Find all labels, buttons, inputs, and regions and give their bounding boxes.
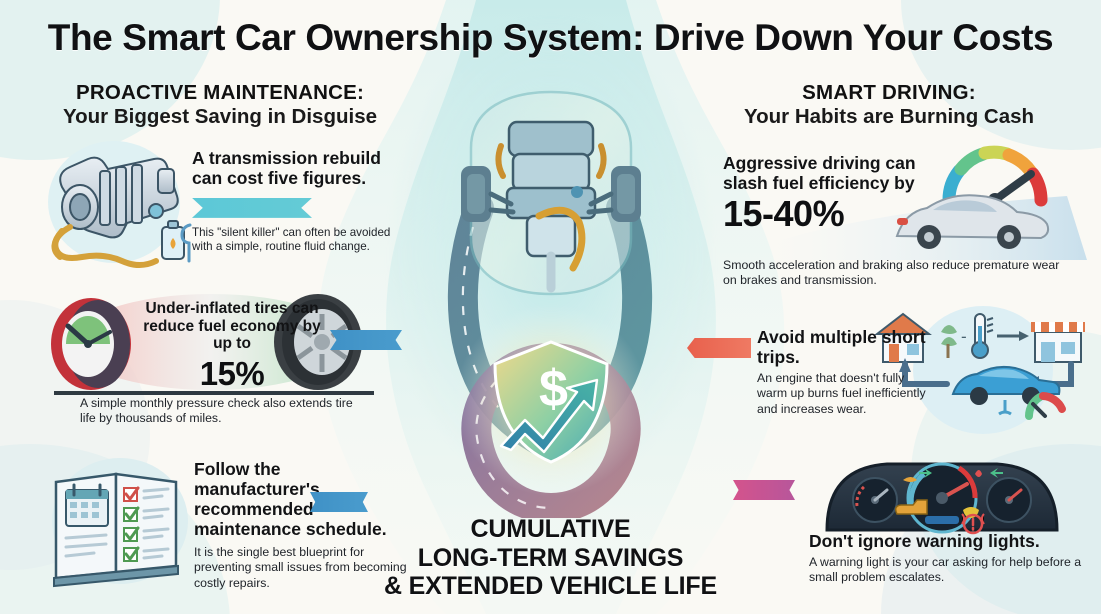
left-item-transmission: A transmission rebuild can cost five fig… [40,133,400,278]
transmission-gearbox-icon [51,156,192,268]
right-item-short-trips: - [687,300,1097,440]
car-chassis-drivetrain-icon [460,120,641,293]
dollar-shield-growth-arrow-icon: $ [492,340,609,464]
right-item-3-headline: Don't ignore warning lights. [809,531,1040,551]
left-heading-line-1: PROACTIVE MAINTENANCE: [76,81,364,104]
right-item-1-body: Smooth acceleration and braking also red… [723,258,1060,288]
caption-line-1: CUMULATIVE [470,515,631,544]
car-icon [951,365,1061,405]
left-item-1-body: This "silent killer" can often be avoide… [192,225,391,254]
properly-inflated-tire [274,294,362,390]
right-column-heading: SMART DRIVING: Your Habits are Burning C… [709,81,1069,130]
checklist [123,486,140,562]
left-item-2-headline: Under-inflated tires can reduce fuel eco… [143,300,321,353]
page-title: The Smart Car Ownership System: Drive Do… [47,17,1054,58]
left-item-3-body: It is the single best blueprint for prev… [194,544,407,590]
right-item-aggressive-driving: Aggressive driving can slash fuel effici… [701,140,1091,287]
right-item-3-body: A warning light is your car asking for h… [809,554,1082,585]
left-column: PROACTIVE MAINTENANCE: Your Biggest Savi… [40,81,400,136]
speedometer-car-icon [767,145,1087,260]
speedometer [942,145,1048,207]
left-item-1-headline: A transmission rebuild can cost five fig… [192,148,381,188]
car-silhouette [895,194,1050,249]
center-caption: CUMULATIVE LONG-TERM SAVINGS & EXTENDED … [341,515,761,600]
brake-light [961,513,985,535]
underinflated-tire [51,298,131,390]
coolant-temp-icon [998,392,1066,420]
ribbon-pink-1 [733,480,795,500]
right-column: SMART DRIVING: Your Habits are Burning C… [709,81,1069,136]
right-item-2-headline: Avoid multiple short trips. [757,327,926,367]
left-column-heading: PROACTIVE MAINTENANCE: Your Biggest Savi… [40,81,400,130]
right-item-1-headline: Aggressive driving can slash fuel effici… [723,153,916,193]
right-heading-line-2: Your Habits are Burning Cash [743,104,1035,128]
oil-bottle-icon [161,220,185,260]
left-item-2-body: A simple monthly pressure check also ext… [80,396,353,426]
caption-line-2: LONG-TERM SAVINGS [417,543,684,572]
center-illustration: $ [401,88,701,524]
tire-pressure-gauge-icon [51,294,374,395]
store-icon [1031,322,1085,363]
wrench-icon [180,223,192,263]
caption-line-3: & EXTENDED VEHICLE LIFE [384,571,717,600]
left-heading-line-2: Your Biggest Saving in Disguise [62,104,377,128]
svg-text:$: $ [539,360,568,418]
ribbon-blue-2 [310,492,368,512]
right-item-warning-lights: Don't ignore warning lights. A warning l… [717,450,1097,600]
tree-icon [941,325,957,358]
right-item-1-stat: 15-40% [723,192,845,234]
left-item-2-stat: 15% [199,354,265,392]
dashboard-warning-lights-icon [825,462,1059,535]
svg-text:-: - [961,327,967,346]
ribbon-red-1 [687,338,751,358]
left-item-3-headline: Follow the manufacturer's recommended ma… [194,459,387,539]
ribbon-teal-1 [192,197,312,218]
short-trips-cycle-icon: - [874,312,1085,420]
thermometer-icon [971,313,994,359]
check-engine-light [894,499,928,515]
right-item-2-body: An engine that doesn't fully warm up bur… [757,370,926,416]
left-item-tires: Under-inflated tires can reduce fuel eco… [42,292,412,427]
maintenance-schedule-book-icon [53,472,179,588]
left-item-schedule: Follow the manufacturer's recommended ma… [42,450,412,600]
right-heading-line-1: SMART DRIVING: [802,81,976,104]
ribbon-blue-1 [330,330,402,350]
house-icon [874,312,932,363]
